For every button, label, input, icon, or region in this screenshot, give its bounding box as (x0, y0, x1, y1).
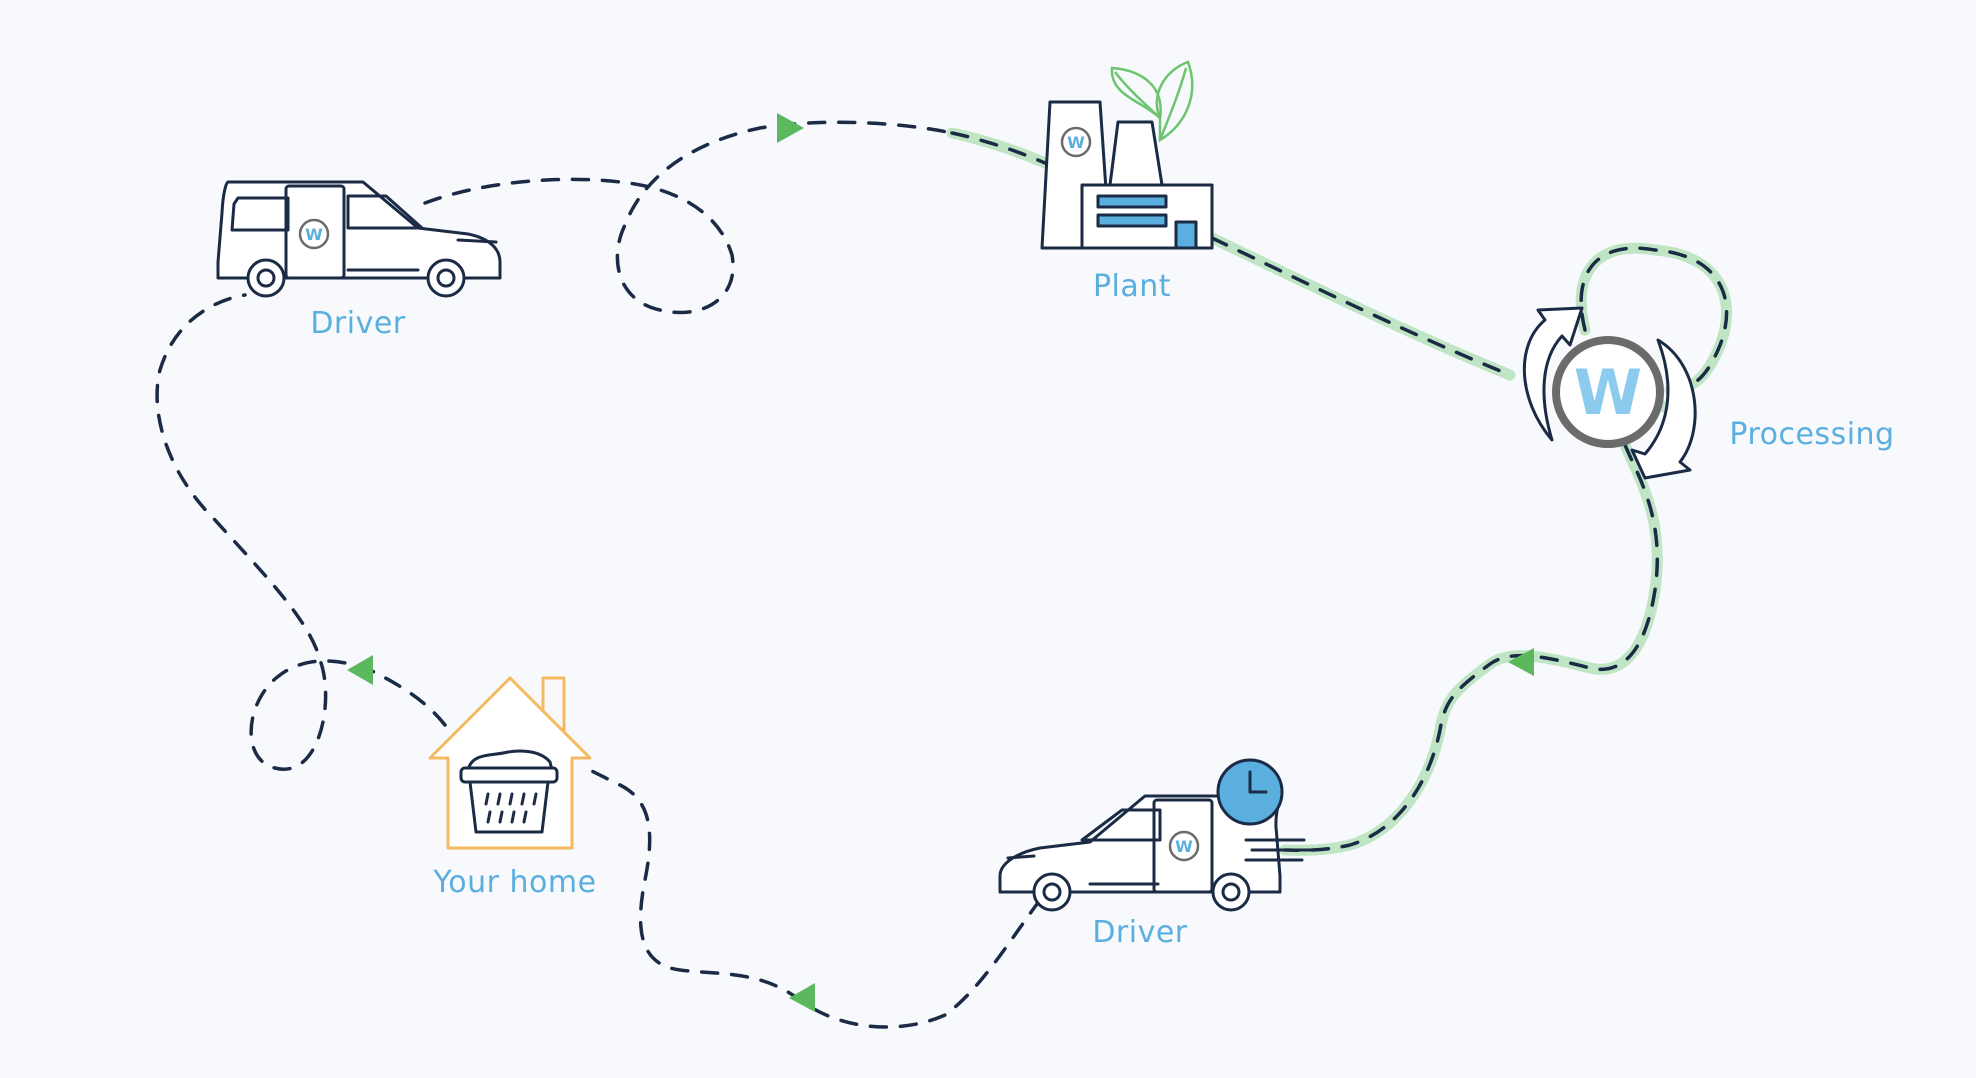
brand-mark: W (1175, 837, 1193, 856)
fast-delivery-van-icon: W (998, 794, 1318, 912)
home-node: Your home (428, 676, 596, 900)
journey-paths (155, 113, 1733, 1029)
plant-label: Plant (1093, 269, 1171, 304)
brand-mark: W (305, 225, 323, 244)
brand-badge (1552, 336, 1664, 448)
direction-arrows (347, 113, 1534, 1012)
arrow-left-icon (347, 655, 373, 685)
leaves-icon (1110, 60, 1194, 143)
driver-top-node: W Driver (216, 180, 502, 341)
plant-node: W Plant (1040, 60, 1214, 304)
driver-bottom-node: W Driver (998, 758, 1318, 950)
brand-mark: W (1574, 356, 1642, 429)
factory-icon (1040, 100, 1214, 250)
clock-icon (1216, 758, 1284, 826)
brand-badge (1060, 126, 1092, 158)
house-laundry-basket-icon (428, 676, 592, 850)
dashed-route (155, 120, 1729, 1029)
arrow-right-icon (777, 113, 804, 143)
processing-node: W Processing (1522, 306, 1894, 480)
home-label: Your home (432, 865, 596, 900)
processing-label: Processing (1729, 417, 1894, 452)
delivery-van-icon: W (216, 180, 502, 298)
arrow-left-icon (1508, 648, 1534, 676)
driver-top-label: Driver (310, 306, 405, 341)
arrow-left-icon (789, 983, 815, 1012)
recycle-arrows-icon (1522, 306, 1697, 480)
brand-mark: W (1067, 133, 1085, 152)
driver-bottom-label: Driver (1092, 915, 1187, 950)
